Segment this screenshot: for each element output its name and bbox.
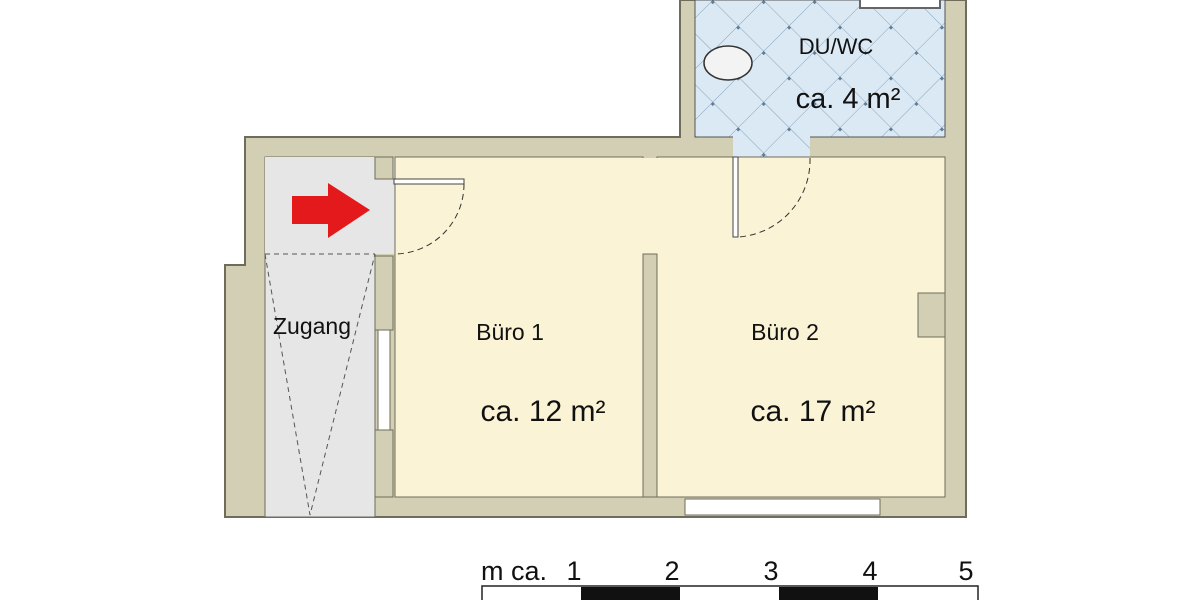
- room-name-buero2: Büro 2: [751, 319, 819, 345]
- toilet-icon: [703, 45, 753, 81]
- room-name-bath: DU/WC: [799, 34, 874, 59]
- scale-tick: 2: [664, 556, 679, 586]
- scale-tick: 5: [958, 556, 973, 586]
- scale-tick: 1: [566, 556, 581, 586]
- wall-pillar: [917, 292, 946, 338]
- bottom-window: [684, 498, 881, 516]
- partition-wall: [642, 253, 658, 498]
- access-wall: [374, 255, 394, 331]
- room-area-buero1: ca. 12 m²: [480, 395, 605, 428]
- entrance-arrow-icon: [292, 183, 370, 238]
- office1-door-swing: [394, 183, 465, 255]
- room-area-bath: ca. 4 m²: [796, 83, 901, 115]
- scale-tick: 4: [862, 556, 877, 586]
- office-connection: [640, 158, 660, 254]
- scale-prefix: m ca.: [481, 556, 547, 586]
- bath-door-opening: [733, 136, 810, 158]
- shower-tray-icon: [859, 0, 941, 9]
- bath-door-leaf: [732, 156, 739, 238]
- room-area-buero2: ca. 17 m²: [750, 395, 875, 428]
- scale-bar: m ca. 1 2 3 4 5: [481, 556, 979, 600]
- access-wall-stub: [374, 156, 394, 180]
- bath-door-swing: [737, 157, 811, 238]
- access-window: [377, 329, 391, 431]
- access-wall-lower: [374, 429, 394, 498]
- office1-floor: [394, 156, 644, 498]
- office2-floor: [656, 156, 946, 498]
- scale-tick: 3: [763, 556, 778, 586]
- access-dashed-lines: [264, 253, 376, 516]
- office1-door-leaf: [393, 178, 465, 185]
- room-name-zugang: Zugang: [273, 313, 351, 339]
- room-name-buero1: Büro 1: [476, 319, 544, 345]
